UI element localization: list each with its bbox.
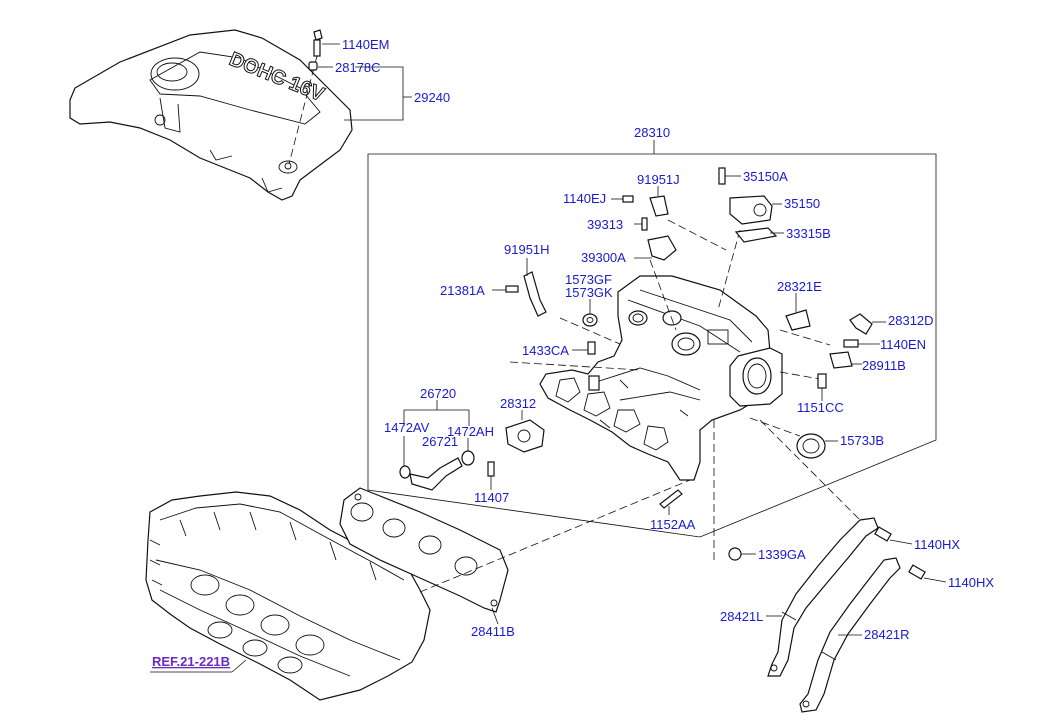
gasket-33315b [734, 227, 784, 243]
bolt-1140em [288, 29, 340, 165]
guide-line [749, 417, 801, 437]
bolt-1140en [843, 339, 880, 348]
stay-28421r [799, 557, 901, 713]
bolt-11407 [487, 461, 495, 490]
idle-valve-35150 [729, 195, 782, 225]
stud-1151cc [817, 373, 827, 401]
label-11407: 11407 [474, 490, 509, 505]
pipe-28312d [849, 313, 886, 335]
label-1140en: 1140EN [880, 337, 926, 352]
bracket-28911b [829, 351, 862, 369]
grommet-1573gf [582, 299, 598, 327]
seal-1573jb [796, 433, 838, 459]
label-39300a: 39300A [581, 250, 626, 265]
label-28178c: 28178C [335, 60, 381, 75]
guide-line [559, 317, 621, 345]
label-28312d: 28312D [888, 313, 934, 328]
pin-1433ca [572, 341, 596, 355]
label-1573gf: 1573GF [565, 272, 612, 287]
engine-cover: DOHC 16V [69, 29, 353, 201]
nut-1339ga [728, 547, 756, 561]
label-1152aa: 1152AA [650, 517, 696, 532]
label-29240: 29240 [414, 90, 450, 105]
label-26720: 26720 [420, 386, 456, 401]
label-28321e: 28321E [777, 279, 822, 294]
guide-line [667, 219, 727, 251]
intake-manifold [539, 275, 783, 481]
cylinder-head [145, 491, 431, 701]
bracket-91951h [523, 258, 547, 317]
screw-39313 [634, 217, 648, 231]
label-1140ej: 1140EJ [563, 191, 606, 206]
label-26721: 26721 [422, 434, 458, 449]
sensor-28321e [785, 293, 811, 331]
label-1151cc: 1151CC [797, 400, 844, 415]
manifold-gasket [339, 487, 509, 613]
bolt-21381a [492, 285, 519, 293]
label-1140em: 1140EM [342, 37, 389, 52]
label-91951j: 91951J [637, 172, 680, 187]
label-28411b: 28411B [471, 624, 515, 639]
label-21381a: 21381A [440, 283, 485, 298]
clamp-1472ah [461, 438, 475, 466]
label-1140hx-upper: 1140HX [914, 537, 960, 552]
collar-28178c [308, 61, 333, 71]
label-35150a: 35150A [743, 169, 788, 184]
bracket-26720 [403, 409, 470, 426]
hose-26721 [409, 457, 463, 491]
bracket-91951j [649, 186, 669, 217]
clamp-1472av [399, 465, 411, 479]
bolt-1140hx-lower [908, 564, 947, 583]
bolt-1140ej [611, 195, 634, 203]
label-1433ca: 1433CA [522, 343, 569, 358]
label-33315b: 33315B [786, 226, 831, 241]
valve-28312 [505, 410, 545, 453]
bolt-35150a [718, 167, 741, 185]
assembly-frame-28310 [367, 153, 937, 538]
label-1472av: 1472AV [384, 420, 430, 435]
guide-line [419, 479, 691, 593]
guide-line [779, 329, 831, 346]
label-39313: 39313 [587, 217, 623, 232]
label-28421l: 28421L [720, 609, 763, 624]
label-1573gk: 1573GK [565, 285, 613, 300]
stud-1152aa [659, 489, 683, 515]
guide-line [509, 361, 641, 371]
label-1140hx-lower: 1140HX [948, 575, 994, 590]
bolt-1140hx-upper [874, 526, 913, 545]
guide-line [717, 229, 741, 311]
ref-label[interactable]: REF.21-221B [152, 654, 230, 669]
guide-line [649, 259, 677, 331]
label-1339ga: 1339GA [758, 547, 806, 562]
label-28421r: 28421R [864, 627, 910, 642]
label-28310: 28310 [634, 125, 670, 140]
label-28312: 28312 [500, 396, 536, 411]
label-28911b: 28911B [862, 358, 906, 373]
bracket-29240 [344, 66, 404, 121]
label-1573jb: 1573JB [840, 433, 884, 448]
label-91951h: 91951H [504, 242, 550, 257]
stay-28421l [767, 517, 879, 677]
label-1472ah: 1472AH [447, 424, 494, 439]
label-35150: 35150 [784, 196, 820, 211]
sensor-39300a [634, 235, 677, 261]
